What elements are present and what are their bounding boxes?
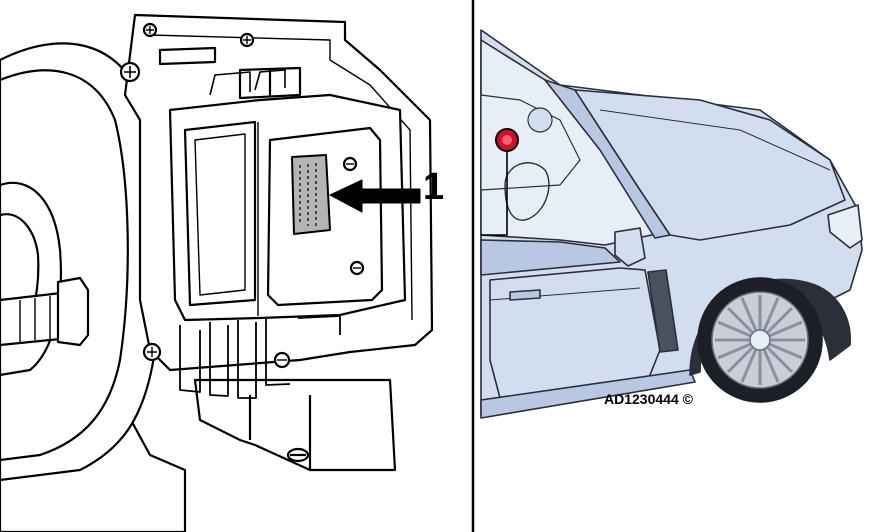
steering-wheel — [504, 162, 550, 221]
side-window — [480, 239, 621, 276]
instrument-dial — [527, 107, 553, 133]
column-lower-block — [193, 378, 397, 472]
upper-ribs — [209, 69, 286, 96]
door-sill — [480, 369, 696, 419]
figure-reference: AD1230444 © — [604, 391, 693, 407]
headlight — [827, 204, 863, 249]
stalk-collar — [56, 276, 90, 347]
front-wheel — [697, 277, 823, 403]
bonnet — [574, 89, 846, 241]
wing-mirror — [614, 227, 646, 267]
diagnostic-socket — [291, 154, 331, 235]
housing-ribs — [179, 315, 341, 399]
side-vent — [647, 269, 679, 353]
door-handle — [509, 289, 541, 301]
socket-body — [291, 154, 331, 235]
dashboard — [480, 94, 581, 191]
callout-arrow — [329, 179, 421, 213]
upper-bracket — [158, 46, 217, 66]
location-leader — [481, 148, 508, 236]
socket-pin-row — [299, 163, 317, 227]
front-door — [489, 267, 661, 399]
vehicle-location-view — [480, 29, 863, 419]
housing-screws — [119, 22, 291, 369]
wheel-hub-cap — [749, 329, 771, 351]
steering-column-detail — [0, 13, 434, 532]
callout-number: 1 — [423, 166, 445, 208]
